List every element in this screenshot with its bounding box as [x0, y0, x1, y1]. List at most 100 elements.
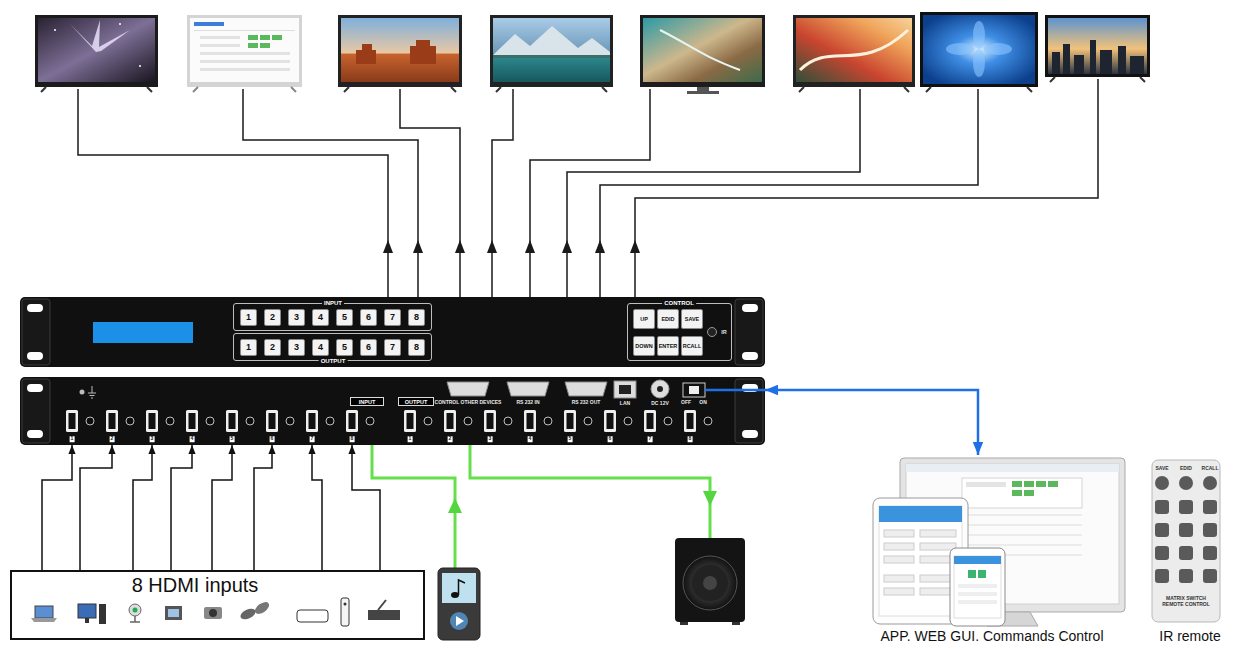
hdmi-output-port — [684, 410, 696, 432]
arrowhead — [487, 240, 497, 253]
mount-hole — [27, 384, 43, 392]
remote-button — [1179, 546, 1193, 560]
web-gui — [962, 478, 1082, 508]
tv-screen — [190, 18, 299, 82]
audio-jack — [286, 417, 294, 425]
app-row — [884, 556, 914, 563]
tv-7 — [920, 12, 1038, 92]
control-button: DOWN — [633, 336, 655, 356]
screen-picture — [260, 43, 270, 48]
tv-frame — [35, 15, 158, 87]
remote-button — [1155, 500, 1169, 514]
play-button — [456, 616, 464, 626]
screen-picture — [1063, 44, 1070, 74]
tv-legs — [926, 87, 1032, 92]
monitor-frame — [900, 458, 1125, 612]
camera-icon — [209, 609, 217, 617]
button-label: 2 — [270, 313, 275, 323]
speaker-foot — [732, 622, 740, 625]
tv-4 — [490, 15, 613, 92]
port-group-tag: INPUT — [350, 397, 384, 406]
power-switch — [689, 386, 699, 394]
hdmi-input-port — [106, 410, 118, 432]
button-label: 5 — [342, 313, 347, 323]
remote-button — [1155, 569, 1169, 583]
port-number: 7 — [310, 436, 315, 442]
front-panel — [20, 297, 765, 367]
woofer — [683, 556, 737, 610]
button-label: 3 — [294, 313, 299, 323]
app-row — [884, 530, 914, 537]
button-label: 8 — [414, 313, 419, 323]
tv-frame — [490, 15, 613, 87]
screen-picture — [194, 22, 224, 26]
input-button-group: INPUT12345678 — [233, 303, 432, 331]
remote-icon — [341, 598, 349, 626]
hdmi-input-cable — [212, 445, 232, 570]
audio-jack — [624, 417, 632, 425]
input-select-button: 2 — [264, 309, 281, 326]
dc-jack — [657, 386, 663, 392]
remote-button — [1203, 569, 1217, 583]
output-button-group: OUTPUT12345678 — [233, 333, 432, 361]
connector-label: ON — [699, 400, 707, 406]
remote-label: MATRIX SWITCH REMOTE CONTROL — [1159, 596, 1213, 607]
control-button: UP — [633, 309, 655, 329]
screen-picture — [1090, 40, 1096, 74]
screen-picture — [248, 43, 258, 48]
hdmi-cable — [600, 89, 978, 297]
output-select-button: 5 — [336, 339, 353, 356]
connector-label: LAN — [620, 401, 630, 407]
control-button: EDID — [657, 309, 679, 329]
hdmi-input-port — [226, 410, 238, 432]
screen-picture — [200, 36, 240, 39]
app-row — [958, 584, 997, 588]
screen-picture — [200, 60, 290, 63]
tv-frame — [1045, 15, 1150, 77]
connector-label: CONTROL OTHER DEVICES — [435, 400, 502, 406]
web-gui — [1024, 490, 1034, 496]
port-number: 7 — [648, 436, 653, 442]
screen-picture — [410, 40, 436, 64]
group-heading: OUTPUT — [319, 358, 348, 365]
connector-label: RS 232 IN — [516, 400, 539, 406]
screen-picture — [248, 35, 258, 40]
audio-jack — [86, 417, 94, 425]
audio-jack — [544, 417, 552, 425]
tv-frame — [640, 15, 765, 87]
music-note — [459, 580, 466, 595]
tag-label: INPUT — [359, 398, 376, 404]
remote-button — [1203, 476, 1217, 490]
rear-panel — [20, 377, 765, 445]
screen-picture — [139, 65, 141, 67]
button-label: 1 — [246, 313, 251, 323]
control-button: ENTER — [657, 336, 680, 356]
screen-picture — [200, 52, 290, 55]
group-heading: CONTROL — [662, 300, 696, 307]
remote-button — [1203, 500, 1217, 514]
screen-picture — [194, 30, 295, 31]
button-label: 2 — [270, 343, 275, 353]
control-link — [765, 390, 978, 455]
remote-button — [1179, 476, 1193, 490]
group-heading: IR — [721, 329, 727, 335]
hdmi-input-cable — [42, 445, 72, 570]
output-select-button: 6 — [360, 339, 377, 356]
source-icons — [31, 598, 400, 626]
screen-picture — [356, 44, 376, 64]
rack-ear — [735, 379, 763, 443]
button-label: 3 — [294, 343, 299, 353]
web-gui — [1036, 481, 1046, 487]
button-label: 7 — [390, 313, 395, 323]
screen-picture — [54, 29, 56, 31]
dc-jack — [651, 380, 669, 398]
port-number: 8 — [350, 436, 355, 442]
arrowhead — [562, 240, 572, 253]
rj45-port — [619, 385, 631, 394]
app-row — [884, 543, 914, 550]
input-select-button: 7 — [384, 309, 401, 326]
hdmi-output-port — [444, 410, 456, 432]
arrowhead — [630, 240, 640, 253]
remote-body — [1152, 460, 1220, 622]
